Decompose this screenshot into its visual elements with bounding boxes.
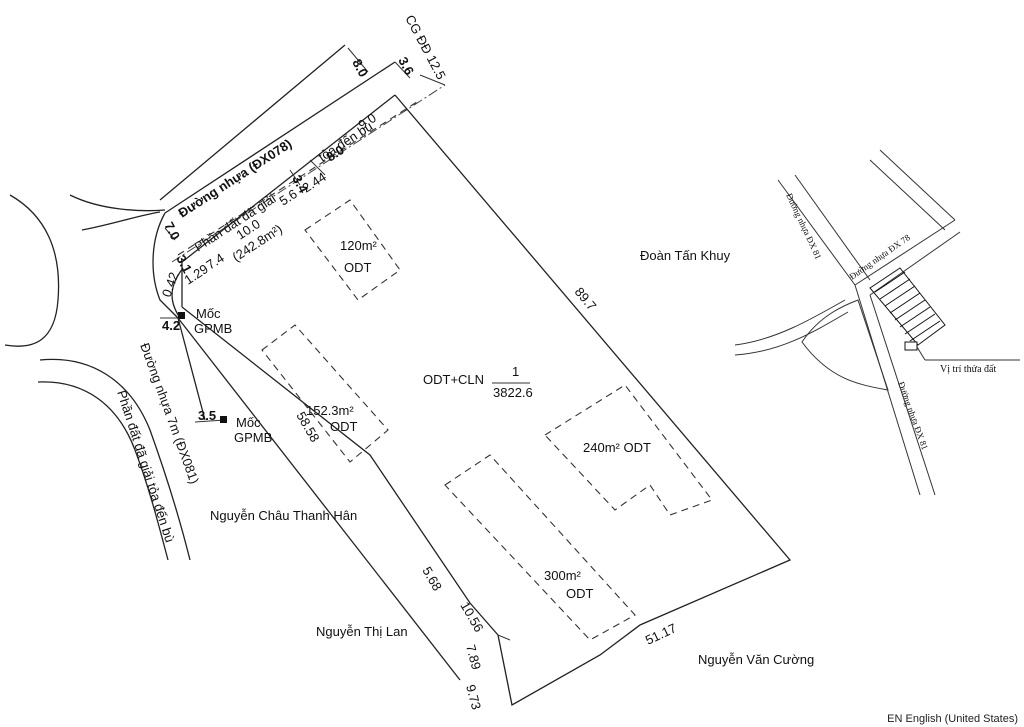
neighbor-north: Đoàn Tấn Khuy — [640, 248, 731, 263]
language-indicator[interactable]: EN English (United States) — [883, 711, 1022, 727]
dim-5-68: 5.68 — [419, 564, 445, 593]
marker-2 — [220, 416, 227, 423]
gpmb-boundary — [177, 317, 206, 421]
parcel-area: 3822.6 — [493, 385, 533, 400]
odt-120: ODT — [344, 260, 372, 275]
dim-0-42: 0.42 — [159, 270, 182, 299]
odt-300: ODT — [566, 586, 594, 601]
top-road — [159, 44, 446, 263]
road-corner-curve — [152, 212, 179, 319]
gpmb-label-1: GPMB — [194, 321, 232, 336]
inner-curve — [171, 267, 184, 319]
mini-road-1: Đường nhựa ĐX 81 — [784, 192, 823, 261]
mini-road-3: Đường nhựa ĐX 81 — [896, 380, 930, 451]
area-152: 152.3m² — [306, 403, 354, 418]
area-120: 120m² — [340, 238, 378, 253]
dim-9-73: 9.73 — [463, 683, 484, 711]
area-300: 300m² — [544, 568, 582, 583]
dim-road-top: 8.0 — [349, 56, 371, 79]
mini-location-label: Vị trí thửa đất — [940, 364, 996, 375]
odt-152: ODT — [330, 419, 358, 434]
moc-label-2: Mốc — [236, 415, 261, 430]
dim-3-5: 3.5 — [198, 408, 216, 423]
location-mini-map — [734, 149, 1020, 496]
gpmb-label-2: GPMB — [234, 430, 272, 445]
area-240: 240m² ODT — [583, 440, 651, 455]
dim-4-2: 4.2 — [162, 318, 180, 333]
neighbor-southwest: Nguyễn Thị Lan — [316, 624, 408, 639]
dim-89-7: 89.7 — [572, 284, 600, 313]
parcel-type: ODT+CLN — [423, 372, 484, 387]
marker-1 — [178, 312, 185, 319]
moc-label-1: Mốc — [196, 306, 221, 321]
dim-7-0: 7.0 — [161, 219, 183, 242]
neighbor-west: Nguyễn Châu Thanh Hân — [210, 508, 357, 523]
parcel-outline — [177, 94, 792, 707]
dim-7-89: 7.89 — [463, 643, 484, 671]
road-top-name: Đường nhựa (ĐX078) — [175, 136, 294, 221]
dimension-lines — [160, 47, 511, 641]
building-footprints — [261, 199, 713, 641]
parcel-number: 1 — [512, 364, 519, 379]
road-edges — [4, 194, 191, 561]
dim-3-1: 3.1 — [173, 252, 195, 275]
dim-road-top-2: 3.6 — [395, 54, 417, 77]
dim-51-17: 51.17 — [643, 620, 679, 647]
neighbor-south: Nguyễn Văn Cường — [698, 652, 814, 667]
